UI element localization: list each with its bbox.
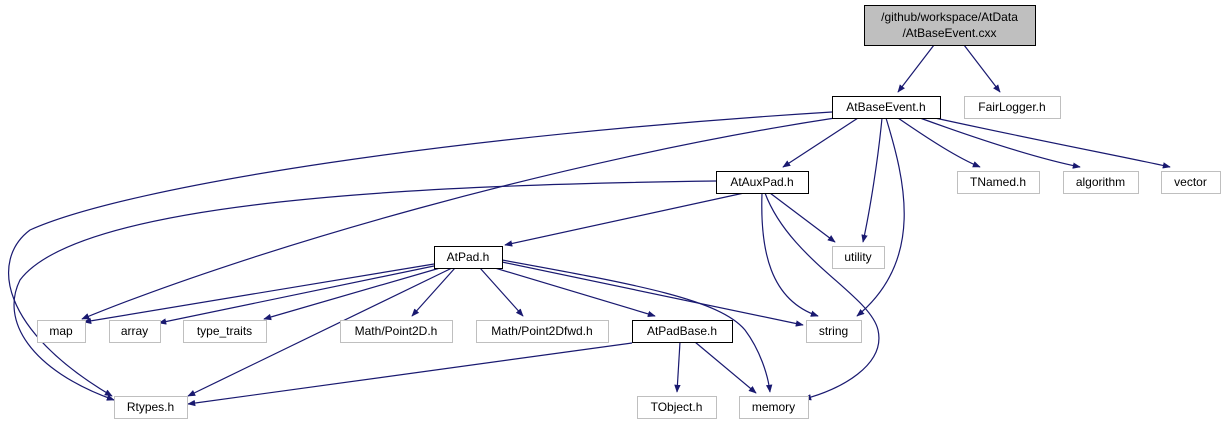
nodes-layer: /github/workspace/AtData/AtBaseEvent.cxx…	[37, 5, 1221, 419]
node-label-tobject_h: TObject.h	[651, 400, 703, 414]
node-array: array	[109, 320, 161, 343]
edge-ataux_h-to-memory	[764, 192, 880, 401]
edge-atpad_h-to-map	[83, 263, 435, 324]
node-label-fairlogger_h: FairLogger.h	[978, 100, 1045, 114]
node-fairlogger_h: FairLogger.h	[964, 96, 1061, 119]
node-utility: utility	[832, 246, 885, 269]
node-label-root: /github/workspace/AtData	[881, 10, 1018, 24]
node-box-point2d_h	[340, 320, 453, 343]
edge-atbaseevent_h-to-rtypes_h	[8, 111, 833, 397]
node-box-vector	[1161, 171, 1221, 194]
edge-root-to-atbaseevent_h	[897, 44, 935, 93]
node-type_traits: type_traits	[183, 320, 267, 343]
edge-atpad_h-to-string	[501, 261, 804, 327]
edge-atbaseevent_h-to-algorithm	[919, 117, 1081, 169]
edge-atpadbase_h-to-tobject_h	[674, 341, 681, 393]
edge-atbaseevent_h-to-string	[856, 117, 905, 317]
edge-atpad_h-to-point2d_h	[411, 267, 456, 317]
node-tnamed_h: TNamed.h	[957, 171, 1040, 194]
node-label-array: array	[121, 324, 148, 338]
edge-atbaseevent_h-to-ataux_h	[782, 117, 859, 168]
edge-atpadbase_h-to-rtypes_h	[187, 342, 633, 407]
edge-atpad_h-to-array	[158, 265, 435, 325]
edge-atpad_h-to-rtypes_h	[187, 267, 453, 397]
node-box-tobject_h	[637, 396, 717, 419]
node-box-tnamed_h	[957, 171, 1040, 194]
node-box-type_traits	[183, 320, 267, 343]
node-tobject_h: TObject.h	[637, 396, 717, 419]
node-box-atbaseevent_h	[832, 96, 941, 119]
node-label-memory: memory	[752, 400, 795, 414]
node-box-algorithm	[1063, 171, 1139, 194]
node-label-tnamed_h: TNamed.h	[970, 175, 1026, 189]
node-string: string	[806, 320, 862, 343]
node-label-atbaseevent_h: AtBaseEvent.h	[846, 100, 925, 114]
edge-atpad_h-to-point2dfwd_h	[479, 267, 524, 317]
edge-ataux_h-to-utility	[769, 192, 836, 243]
edge-atpad_h-to-type_traits	[263, 267, 441, 321]
node-label-atpadbase_h: AtPadBase.h	[647, 324, 717, 338]
node-label-ataux_h: AtAuxPad.h	[730, 175, 793, 189]
node-label-map: map	[49, 324, 73, 338]
edge-ataux_h-to-rtypes_h	[13, 180, 717, 401]
edge-atpadbase_h-to-memory	[694, 341, 757, 394]
node-ataux_h[interactable]: AtAuxPad.h	[716, 171, 809, 194]
node-box-atpad_h	[434, 246, 503, 269]
node-label-utility: utility	[844, 250, 871, 264]
node-atpad_h[interactable]: AtPad.h	[434, 246, 503, 269]
node-label-point2dfwd_h: Math/Point2Dfwd.h	[491, 324, 592, 338]
node-box-fairlogger_h	[964, 96, 1061, 119]
edge-atbaseevent_h-to-tnamed_h	[897, 117, 981, 168]
edge-atpad_h-to-memory	[501, 259, 773, 393]
node-label-string: string	[819, 324, 848, 338]
edge-atbaseevent_h-to-utility	[861, 117, 883, 243]
node-vector: vector	[1161, 171, 1221, 194]
node-box-map	[37, 320, 86, 343]
node-atpadbase_h[interactable]: AtPadBase.h	[632, 320, 733, 343]
node-box-root	[864, 5, 1036, 46]
edge-atbaseevent_h-to-vector	[934, 117, 1171, 169]
node-box-string	[806, 320, 862, 343]
edges-layer	[8, 44, 1171, 407]
node-root[interactable]: /github/workspace/AtData/AtBaseEvent.cxx	[864, 5, 1036, 46]
node-box-atpadbase_h	[632, 320, 733, 343]
node-label-type_traits: type_traits	[197, 324, 252, 338]
node-point2d_h: Math/Point2D.h	[340, 320, 453, 343]
node-box-rtypes_h	[114, 396, 188, 419]
node-box-ataux_h	[716, 171, 809, 194]
node-memory: memory	[739, 396, 809, 419]
node-label-algorithm: algorithm	[1076, 175, 1125, 189]
edge-root-to-fairlogger_h	[963, 44, 1001, 93]
node-box-utility	[832, 246, 885, 269]
node-label-vector: vector	[1174, 175, 1207, 189]
edge-atpad_h-to-atpadbase_h	[494, 267, 656, 317]
node-label-rtypes_h: Rtypes.h	[127, 400, 174, 414]
node-point2dfwd_h: Math/Point2Dfwd.h	[476, 320, 609, 343]
node-box-memory	[739, 396, 809, 419]
edge-ataux_h-to-string	[761, 192, 819, 317]
node-label-root: /AtBaseEvent.cxx	[902, 26, 996, 40]
node-rtypes_h: Rtypes.h	[114, 396, 188, 419]
edge-atbaseevent_h-to-map	[81, 117, 836, 320]
node-box-point2dfwd_h	[476, 320, 609, 343]
node-label-atpad_h: AtPad.h	[447, 250, 490, 264]
node-map: map	[37, 320, 86, 343]
edge-ataux_h-to-atpad_h	[504, 192, 745, 247]
node-box-array	[109, 320, 161, 343]
node-label-point2d_h: Math/Point2D.h	[355, 324, 438, 338]
node-algorithm: algorithm	[1063, 171, 1139, 194]
node-atbaseevent_h[interactable]: AtBaseEvent.h	[832, 96, 941, 119]
